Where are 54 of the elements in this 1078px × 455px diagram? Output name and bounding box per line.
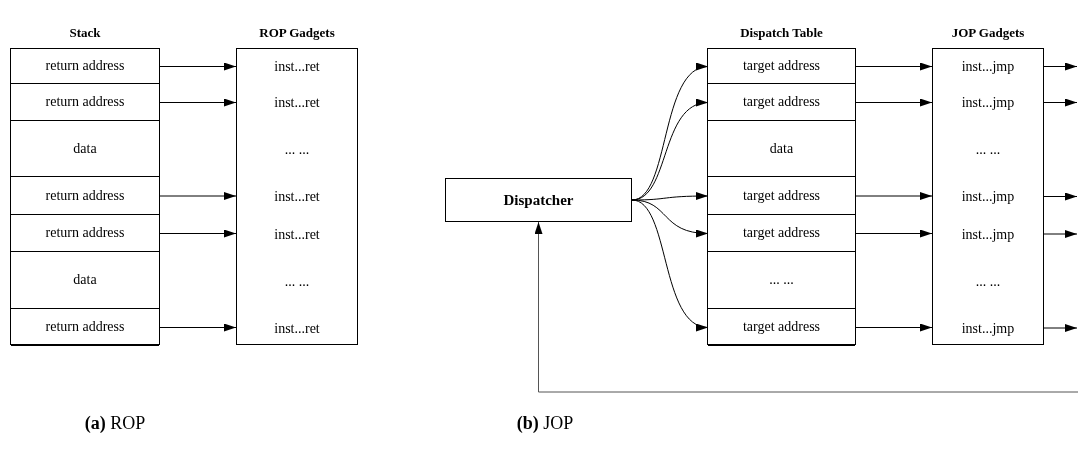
cell-text: return address bbox=[45, 96, 125, 108]
cell-text: return address bbox=[45, 227, 125, 239]
gadget-text: inst...jmp bbox=[961, 225, 1015, 244]
arrow bbox=[854, 192, 933, 200]
cell-text: data bbox=[73, 274, 97, 286]
cell-text: ... ... bbox=[769, 274, 794, 286]
gadget-text: ... ... bbox=[284, 140, 310, 159]
gadget-text: ... ... bbox=[284, 272, 310, 291]
arrow bbox=[631, 199, 709, 329]
arrow bbox=[158, 323, 237, 332]
cell-text: target address bbox=[742, 227, 821, 239]
cell-text: return address bbox=[45, 189, 125, 202]
arrow bbox=[631, 192, 709, 201]
arrow bbox=[854, 323, 933, 332]
arrow bbox=[158, 98, 237, 107]
arrow bbox=[158, 229, 237, 238]
cell-text: target address bbox=[742, 96, 821, 108]
gadget-text: inst...jmp bbox=[961, 319, 1015, 338]
column-heading: Dispatch Table bbox=[739, 24, 824, 42]
subfigure-caption: (a) ROP bbox=[84, 412, 146, 435]
gadget-text: inst...jmp bbox=[961, 188, 1015, 206]
arrow bbox=[1043, 324, 1078, 332]
arrow bbox=[158, 62, 237, 71]
arrow bbox=[1043, 192, 1078, 201]
arrow bbox=[1043, 98, 1078, 107]
cell-text: target address bbox=[742, 321, 821, 333]
column-heading: Stack bbox=[68, 24, 102, 42]
arrow bbox=[1043, 230, 1078, 238]
cell-text: data bbox=[73, 142, 97, 155]
dispatcher-box bbox=[445, 178, 632, 222]
gadget-text: inst...ret bbox=[274, 188, 320, 206]
arrow bbox=[158, 192, 237, 200]
gadget-text: inst...ret bbox=[274, 225, 320, 244]
gadget-text: ... ... bbox=[975, 272, 1001, 291]
gadget-text: inst...ret bbox=[274, 319, 320, 338]
subfigure-caption: (b) JOP bbox=[516, 412, 574, 435]
box-label: Dispatcher bbox=[503, 190, 574, 210]
cell-text: return address bbox=[45, 321, 125, 333]
cell-text: target address bbox=[742, 60, 821, 72]
arrow bbox=[854, 62, 933, 71]
arrow bbox=[854, 98, 933, 107]
gadget-text: inst...ret bbox=[274, 94, 320, 112]
arrow bbox=[534, 221, 1078, 393]
gadget-text: ... ... bbox=[975, 140, 1001, 159]
gadget-text: inst...ret bbox=[274, 58, 320, 76]
cell-text: return address bbox=[45, 60, 125, 72]
column-heading: JOP Gadgets bbox=[950, 24, 1026, 42]
gadget-text: inst...jmp bbox=[961, 58, 1015, 76]
gadget-text: inst...jmp bbox=[961, 94, 1015, 112]
arrow bbox=[854, 229, 933, 238]
column-heading: ROP Gadgets bbox=[258, 24, 336, 42]
arrow bbox=[1043, 62, 1078, 71]
cell-text: target address bbox=[742, 189, 821, 202]
cell-text: data bbox=[769, 142, 794, 155]
